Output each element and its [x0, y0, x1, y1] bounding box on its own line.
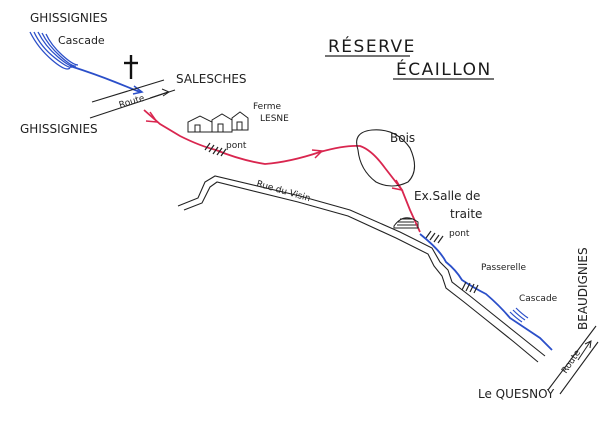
cascade-top-icon — [29, 31, 79, 70]
feature-ex-salle-2: traite — [450, 207, 482, 221]
place-ghissignies-left: GHISSIGNIES — [20, 122, 98, 136]
place-beaudignies: BEAUDIGNIES — [576, 247, 590, 330]
bridge-2-icon — [425, 230, 444, 244]
road-top-label: Route — [118, 94, 146, 111]
trail-arrow-3 — [391, 179, 404, 192]
place-le-quesnoy: Le QUESNOY — [478, 387, 555, 401]
road-top-arrow-line — [149, 91, 169, 99]
feature-passerelle: Passerelle — [481, 263, 526, 273]
river-upper — [69, 65, 141, 93]
place-salesches: SALESCHES — [176, 72, 247, 86]
feature-cascade-bottom: Cascade — [519, 294, 558, 304]
title-line-1: RÉSERVE — [328, 35, 416, 57]
road-rue-du-visin — [177, 175, 546, 363]
feature-bois: Bois — [390, 131, 415, 145]
cross-icon — [124, 55, 138, 79]
trail-arrow-1 — [145, 111, 159, 123]
footbridge-icon — [461, 281, 479, 294]
forest-outline — [356, 129, 416, 187]
cascade-bottom-icon — [509, 307, 529, 323]
place-ghissignies-top: GHISSIGNIES — [30, 11, 108, 25]
trail-arrow-2 — [311, 149, 324, 159]
bridge-1-icon — [204, 142, 227, 157]
feature-ferme-2: LESNE — [260, 114, 289, 124]
road-bottom-arrow-head — [584, 340, 592, 349]
road-bottom-arrow-line — [577, 341, 591, 361]
road-bottom — [547, 325, 599, 395]
feature-ex-salle-1: Ex.Salle de — [414, 189, 480, 203]
river-lower — [419, 233, 553, 351]
road-top-arrow-head — [161, 88, 171, 97]
title-line-2: ÉCAILLON — [396, 58, 492, 80]
road-rue-du-visin-label: Rue du Visin — [255, 179, 311, 204]
feature-cascade-top: Cascade — [58, 34, 105, 47]
milking-hall-icon — [393, 217, 419, 229]
road-bottom-label: Route — [560, 348, 583, 376]
farm-buildings-icon — [187, 111, 249, 133]
trail-segment-1 — [143, 109, 421, 233]
feature-ferme-1: Ferme — [253, 102, 282, 112]
bridge-2-label: pont — [449, 229, 470, 239]
bridge-1-label: pont — [226, 141, 247, 151]
